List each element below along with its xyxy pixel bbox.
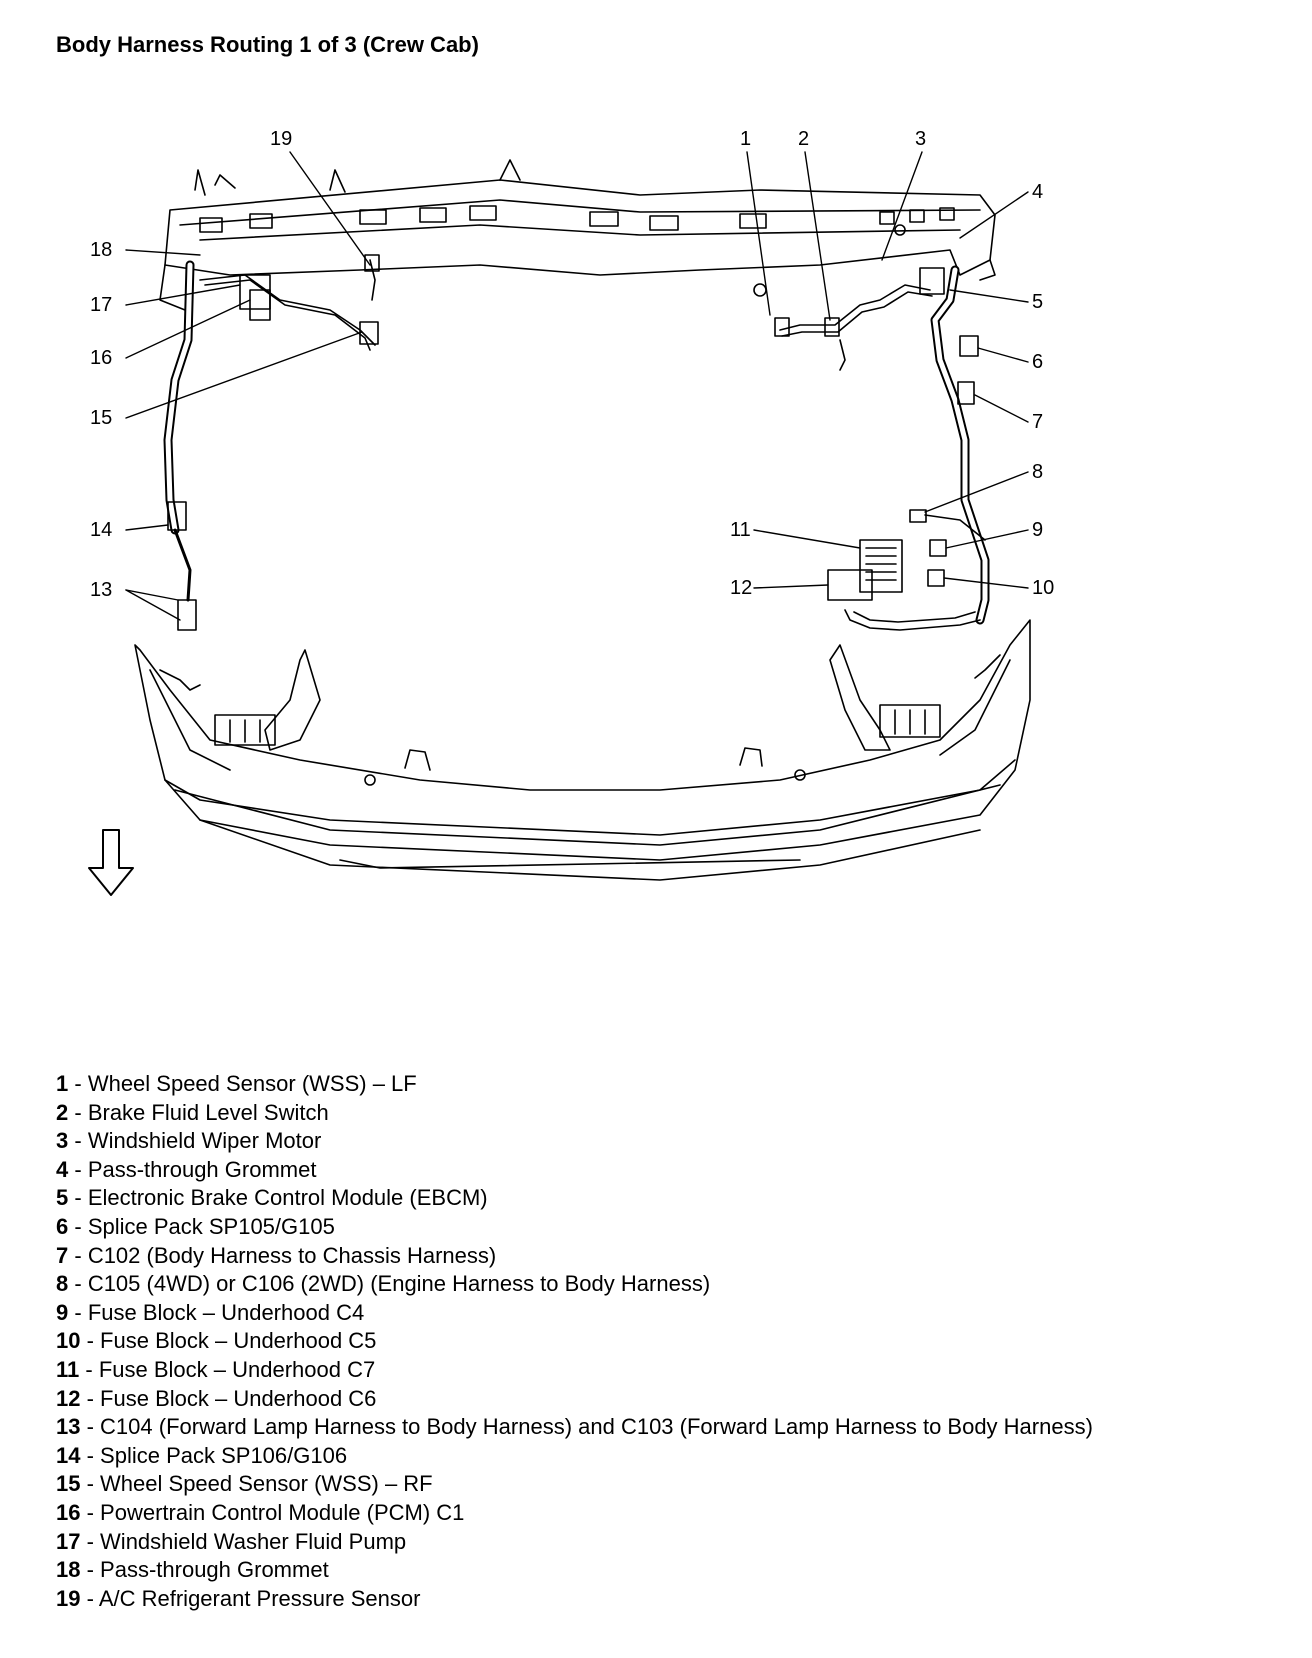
legend-item: 13 - C104 (Forward Lamp Harness to Body …	[56, 1414, 1093, 1440]
legend-text: Fuse Block – Underhood C6	[100, 1385, 377, 1411]
legend-item: 15 - Wheel Speed Sensor (WSS) – RF	[56, 1471, 433, 1497]
callout-2: 2	[798, 128, 809, 150]
cowl-panel	[159, 159, 996, 311]
callout-18: 18	[90, 239, 112, 261]
legend-item: 9 - Fuse Block – Underhood C4	[56, 1299, 365, 1325]
callout-10: 10	[1032, 577, 1054, 599]
callout-8: 8	[1032, 461, 1043, 483]
legend-item: 10 - Fuse Block – Underhood C5	[56, 1328, 377, 1354]
legend-text: Powertrain Control Module (PCM) C1	[100, 1499, 465, 1525]
legend-item: 8 - C105 (4WD) or C106 (2WD) (Engine Har…	[56, 1271, 711, 1297]
callout-14: 14	[90, 519, 112, 541]
callout-7: 7	[1032, 411, 1043, 433]
harness-routing-diagram: 1 2 3 4 5 6 7 8 9 10 11 12 13 14 15 16 1…	[88, 128, 1054, 896]
legend-text: A/C Refrigerant Pressure Sensor	[98, 1585, 421, 1611]
callout-4: 4	[1032, 181, 1043, 203]
legend-item: 5 - Electronic Brake Control Module (EBC…	[56, 1185, 488, 1211]
legend-number: 13	[56, 1414, 81, 1440]
legend-number: 8	[56, 1271, 69, 1297]
legend-number: 4	[56, 1156, 69, 1182]
callout-9: 9	[1032, 519, 1043, 541]
legend-item: 17 - Windshield Washer Fluid Pump	[56, 1528, 407, 1554]
legend-item: 16 - Powertrain Control Module (PCM) C1	[56, 1499, 465, 1525]
legend-text: C102 (Body Harness to Chassis Harness)	[87, 1242, 497, 1268]
forward-direction-arrow	[88, 829, 134, 896]
harness-left-branch	[163, 254, 380, 631]
legend-text: Pass-through Grommet	[100, 1557, 329, 1583]
callout-labels: 1 2 3 4 5 6 7 8 9 10 11 12 13 14 15 16 1…	[90, 128, 1054, 601]
legend-text: Wheel Speed Sensor (WSS) – RF	[100, 1471, 433, 1497]
legend-text: Windshield Washer Fluid Pump	[100, 1528, 407, 1554]
legend-item: 7 - C102 (Body Harness to Chassis Harnes…	[56, 1242, 497, 1268]
callout-15: 15	[90, 407, 112, 429]
legend-number: 2	[56, 1099, 69, 1125]
page-title: Body Harness Routing 1 of 3 (Crew Cab)	[56, 32, 479, 57]
legend-item: 18 - Pass-through Grommet	[56, 1557, 329, 1583]
callout-1: 1	[740, 128, 751, 150]
legend-item: 19 - A/C Refrigerant Pressure Sensor	[56, 1585, 421, 1611]
legend-text: Wheel Speed Sensor (WSS) – LF	[87, 1071, 417, 1096]
callout-17: 17	[90, 294, 112, 316]
legend-item: 11 - Fuse Block – Underhood C7	[56, 1356, 376, 1382]
legend-number: 18	[56, 1557, 81, 1583]
legend-text: Splice Pack SP105/G105	[87, 1213, 335, 1239]
legend-number: 10	[56, 1328, 81, 1354]
callout-11: 11	[730, 519, 751, 541]
harness-right-branch	[774, 265, 990, 631]
legend-item: 1 - Wheel Speed Sensor (WSS) – LF	[56, 1071, 417, 1096]
callout-16: 16	[90, 347, 112, 369]
legend-text: Brake Fluid Level Switch	[87, 1099, 329, 1125]
component-legend: 1 - Wheel Speed Sensor (WSS) – LF 2 - Br…	[56, 1070, 1093, 1613]
legend-number: 12	[56, 1385, 81, 1411]
legend-number: 5	[56, 1185, 69, 1211]
legend-item: 3 - Windshield Wiper Motor	[56, 1128, 322, 1154]
legend-number: 16	[56, 1499, 81, 1525]
front-bumper	[134, 619, 1031, 881]
legend-number: 14	[56, 1442, 81, 1468]
legend-text: C104 (Forward Lamp Harness to Body Harne…	[100, 1414, 1093, 1440]
legend-number: 6	[56, 1213, 69, 1239]
legend-text: Fuse Block – Underhood C7	[98, 1356, 376, 1382]
legend-number: 11	[56, 1356, 80, 1382]
legend-text: Windshield Wiper Motor	[87, 1128, 322, 1154]
legend-text: Electronic Brake Control Module (EBCM)	[87, 1185, 488, 1211]
legend-text: Fuse Block – Underhood C5	[100, 1328, 377, 1354]
callout-6: 6	[1032, 351, 1043, 373]
callout-19: 19	[270, 128, 292, 150]
legend-number: 19	[56, 1585, 81, 1611]
legend-item: 2 - Brake Fluid Level Switch	[56, 1099, 329, 1125]
legend-number: 7	[56, 1242, 69, 1268]
callout-5: 5	[1032, 291, 1043, 313]
legend-number: 3	[56, 1128, 69, 1154]
legend-number: 9	[56, 1299, 69, 1325]
legend-number: 17	[56, 1528, 81, 1554]
legend-text: C105 (4WD) or C106 (2WD) (Engine Harness…	[87, 1271, 711, 1297]
legend-text: Pass-through Grommet	[87, 1156, 317, 1182]
legend-text: Fuse Block – Underhood C4	[87, 1299, 365, 1325]
legend-item: 12 - Fuse Block – Underhood C6	[56, 1385, 377, 1411]
legend-item: 6 - Splice Pack SP105/G105	[56, 1213, 335, 1239]
legend-item: 14 - Splice Pack SP106/G106	[56, 1442, 348, 1468]
legend-number: 15	[56, 1471, 81, 1497]
legend-text: Splice Pack SP106/G106	[100, 1442, 348, 1468]
legend-item: 4 - Pass-through Grommet	[56, 1156, 317, 1182]
legend-number: 1	[56, 1071, 69, 1096]
leader-lines	[125, 151, 1029, 621]
callout-12: 12	[730, 577, 752, 599]
callout-13: 13	[90, 579, 112, 601]
callout-3: 3	[915, 128, 926, 150]
